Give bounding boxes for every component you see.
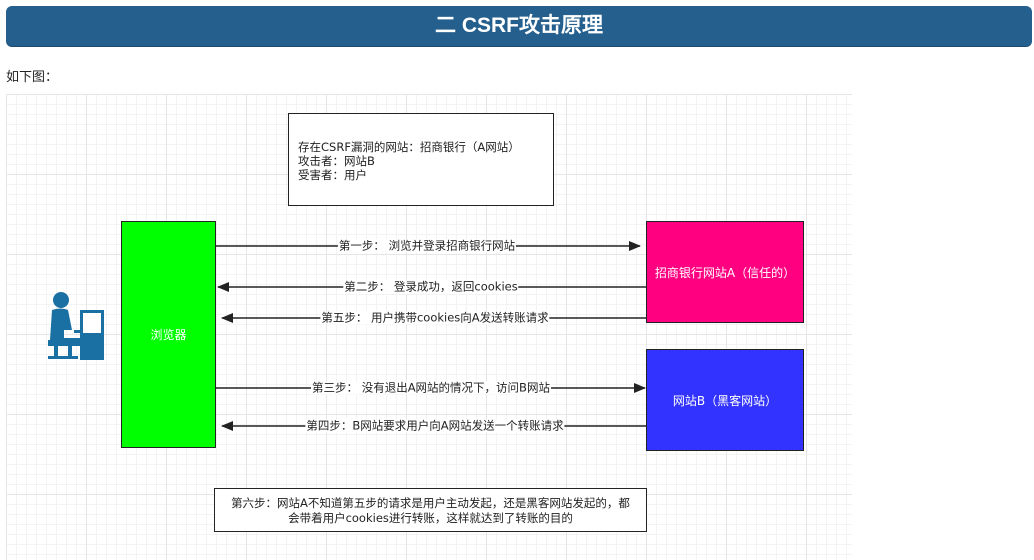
page-title: 二 CSRF攻击原理	[435, 14, 603, 37]
intro-text: 如下图：	[6, 69, 59, 84]
info-line-site: 存在CSRF漏洞的网站：招商银行（A网站）	[298, 140, 520, 154]
step5-label: 第五步： 用户携带cookies向A发送转账请求	[320, 310, 550, 325]
page-title-banner: 二 CSRF攻击原理	[6, 6, 1032, 46]
browser-node: 浏览器	[121, 221, 216, 448]
user-at-computer-icon	[48, 292, 104, 360]
info-line-attacker: 攻击者：网站B	[298, 154, 375, 168]
bank-label: 招商银行网站A（信任的）	[654, 265, 796, 280]
bank-site-a-node: 招商银行网站A（信任的）	[646, 221, 804, 323]
step3-label: 第三步： 没有退出A网站的情况下，访问B网站	[311, 380, 551, 395]
step6-line-1: 第六步：网站A不知道第五步的请求是用户主动发起，还是黑客网站发起的，都	[231, 496, 630, 510]
info-box: 存在CSRF漏洞的网站：招商银行（A网站） 攻击者：网站B 受害者：用户	[288, 113, 554, 206]
step6-line-2: 会带着用户cookies进行转账，这样就达到了转账的目的	[288, 511, 573, 525]
hacker-label: 网站B（黑客网站）	[672, 393, 778, 408]
step4-label: 第四步：B网站要求用户向A网站发送一个转账请求	[305, 418, 565, 433]
hacker-site-b-node: 网站B（黑客网站）	[646, 349, 804, 451]
step2-label: 第二步： 登录成功，返回cookies	[343, 279, 519, 294]
step6-box: 第六步：网站A不知道第五步的请求是用户主动发起，还是黑客网站发起的，都 会带着用…	[214, 488, 647, 532]
step1-label: 第一步： 浏览并登录招商银行网站	[337, 238, 517, 253]
info-line-victim: 受害者：用户	[298, 168, 367, 182]
browser-label: 浏览器	[150, 328, 187, 342]
